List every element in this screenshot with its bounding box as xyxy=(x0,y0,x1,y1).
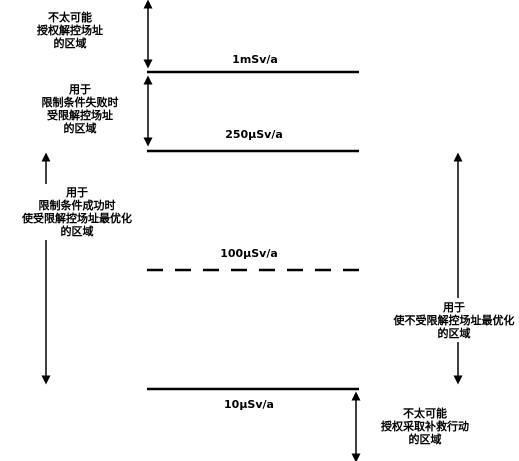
level-label-250usv: 250μSv/a xyxy=(225,128,283,141)
region-label-line: 的区域 xyxy=(60,225,94,238)
region-label-mid-left: 用于 限制条件失败时 受限解控场址 的区域 xyxy=(20,83,140,135)
level-label-100usv: 100μSv/a xyxy=(220,247,278,260)
region-label-line: 用于 xyxy=(66,186,88,199)
region-label-line: 的区域 xyxy=(63,122,97,135)
region-label-line: 使受限解控场址最优化 xyxy=(22,212,132,225)
region-label-line: 的区域 xyxy=(53,37,87,50)
region-label-line: 限制条件失败时 xyxy=(41,96,119,109)
region-label-line: 限制条件成功时 xyxy=(38,199,116,212)
label-bg-opt-left xyxy=(10,184,144,240)
region-label-line: 不太可能 xyxy=(48,11,92,24)
region-label-line: 授权采取补救行动 xyxy=(381,420,469,433)
region-label-opt-right: 用于 使不受限解控场址最优化 的区域 xyxy=(390,301,518,340)
label-bg-opt-right xyxy=(392,298,516,342)
level-label-10usv: 10μSv/a xyxy=(224,398,274,411)
region-label-line: 不太可能 xyxy=(403,407,447,420)
level-label-1msv: 1mSv/a xyxy=(232,53,278,66)
region-label-opt-left: 用于 限制条件成功时 使受限解控场址最优化 的区域 xyxy=(6,186,148,238)
region-label-line: 授权解控场址 xyxy=(37,24,103,37)
region-label-line: 用于 xyxy=(69,83,91,96)
region-label-bottom-right: 不太可能 授权采取补救行动 的区域 xyxy=(365,407,485,446)
region-label-top-left: 不太可能 授权解控场址 的区域 xyxy=(20,11,120,50)
region-label-line: 受限解控场址 xyxy=(47,109,113,122)
region-label-line: 的区域 xyxy=(437,327,471,340)
region-label-line: 用于 xyxy=(443,301,465,314)
region-label-line: 的区域 xyxy=(408,433,442,446)
region-label-line: 使不受限解控场址最优化 xyxy=(393,314,515,327)
